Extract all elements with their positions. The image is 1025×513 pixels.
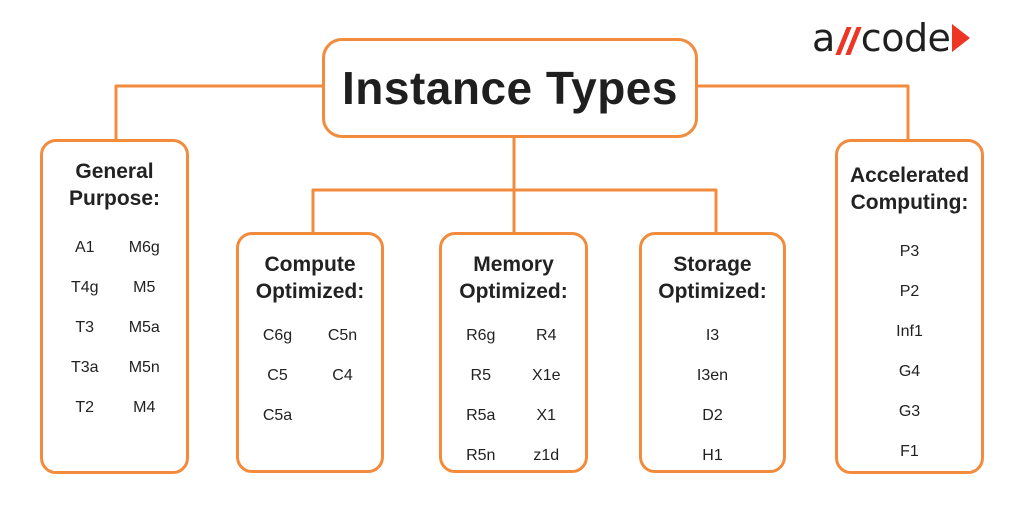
instance-item: G3 xyxy=(898,403,921,420)
instance-item: H1 xyxy=(702,447,723,464)
instance-item: G4 xyxy=(898,363,921,380)
root-title: Instance Types xyxy=(342,62,678,114)
connector-general xyxy=(114,84,322,139)
instance-item: C5n xyxy=(327,327,358,344)
node-memory-optimized: Memory Optimized: R6g R4 R5 X1e R5a X1 R… xyxy=(439,232,588,473)
instance-item: A1 xyxy=(74,239,95,256)
instance-item: T3a xyxy=(70,359,99,376)
node-storage-optimized: Storage Optimized: I3 I3en D2 H1 xyxy=(639,232,786,473)
accelerated-computing-title: Accelerated Computing: xyxy=(849,164,970,214)
instance-item: M4 xyxy=(133,399,156,416)
instance-item: X1 xyxy=(536,407,557,424)
node-compute-optimized: Compute Optimized: C6g C5n C5 C4 C5a xyxy=(236,232,384,473)
instance-item: C5 xyxy=(267,367,288,384)
instance-item: M6g xyxy=(128,239,160,256)
logo-slashes-mark xyxy=(837,21,859,55)
instance-item: T3 xyxy=(75,319,95,336)
logo-text-end: code xyxy=(860,16,951,60)
instance-item: P3 xyxy=(899,243,920,260)
instance-item: F1 xyxy=(900,443,919,460)
instance-item: P2 xyxy=(899,283,920,300)
memory-optimized-list: R6g R4 R5 X1e R5a X1 R5n z1d xyxy=(442,316,585,476)
instance-item: M5n xyxy=(128,359,160,376)
memory-optimized-title: Memory Optimized: xyxy=(459,253,568,303)
storage-optimized-list: I3 I3en D2 H1 xyxy=(642,316,783,476)
instance-item: R5a xyxy=(466,407,496,424)
instance-item: I3 xyxy=(705,327,720,344)
allcode-logo: a code xyxy=(812,16,971,60)
general-purpose-title: General Purpose: xyxy=(68,160,160,210)
accelerated-computing-list: P3 P2 Inf1 G4 G3 F1 xyxy=(838,232,981,472)
instance-item: I3en xyxy=(696,367,729,384)
instance-item: R5 xyxy=(470,367,491,384)
logo-text-start: a xyxy=(812,16,835,60)
compute-optimized-title: Compute Optimized: xyxy=(255,253,365,303)
instance-item: R6g xyxy=(466,327,496,344)
instance-item: z1d xyxy=(533,447,560,464)
instance-item: M5 xyxy=(133,279,156,296)
instance-item: R4 xyxy=(536,327,557,344)
instance-item: D2 xyxy=(702,407,723,424)
instance-item: Inf1 xyxy=(896,323,923,340)
general-purpose-list: A1 M6g T4g M5 T3 M5a T3a M5n T2 M4 xyxy=(43,228,186,428)
instance-item: T4g xyxy=(70,279,99,296)
logo-chevron-icon xyxy=(952,24,971,52)
connector-accelerated xyxy=(698,84,910,139)
instance-item: X1e xyxy=(532,367,561,384)
instance-item: M5a xyxy=(128,319,160,336)
instance-item: C6g xyxy=(262,327,293,344)
node-accelerated-computing: Accelerated Computing: P3 P2 Inf1 G4 G3 … xyxy=(835,139,984,474)
instance-item: R5n xyxy=(466,447,496,464)
compute-optimized-list: C6g C5n C5 C4 C5a xyxy=(239,316,381,436)
instance-item: C4 xyxy=(332,367,353,384)
instance-item: T2 xyxy=(75,399,95,416)
root-node: Instance Types xyxy=(322,38,698,138)
node-general-purpose: General Purpose: A1 M6g T4g M5 T3 M5a T3… xyxy=(40,139,189,474)
instance-item: C5a xyxy=(262,407,293,424)
storage-optimized-title: Storage Optimized: xyxy=(658,253,767,303)
